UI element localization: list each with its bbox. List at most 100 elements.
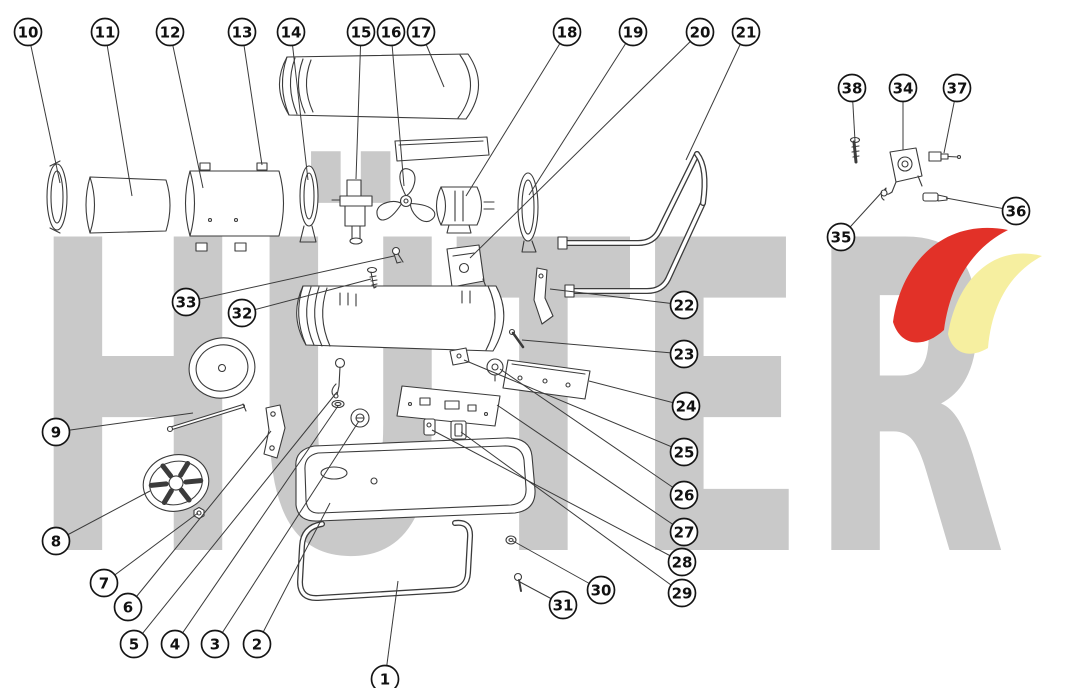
- leader-line-24: [588, 380, 687, 407]
- leader-line-23: [521, 339, 685, 355]
- callout-21: 21: [731, 17, 761, 47]
- leader-line-12: [169, 31, 204, 189]
- part-wheel-bracket: [263, 404, 286, 459]
- callout-label: 13: [232, 23, 253, 41]
- leader-line-30: [512, 540, 602, 591]
- callout-label: 15: [351, 23, 372, 41]
- part-fuel-pump: [331, 179, 373, 245]
- callout-label: 18: [557, 23, 578, 41]
- part-top-shell: [278, 53, 490, 162]
- leader-line-1: [384, 580, 399, 680]
- callout-24: 24: [671, 391, 701, 421]
- leader-line-15: [355, 31, 362, 180]
- callout-13: 13: [227, 17, 257, 47]
- part-side-bracket: [533, 267, 554, 325]
- callout-2: 2: [242, 629, 272, 659]
- leader-line-14: [290, 31, 309, 181]
- leader-line-4: [174, 405, 339, 645]
- callout-34: 34: [888, 73, 918, 103]
- part-lower-body: [295, 437, 536, 522]
- callout-17: 17: [406, 17, 436, 47]
- callout-label: 1: [380, 670, 390, 688]
- part-end-ring: [46, 160, 68, 234]
- callout-19: 19: [618, 17, 648, 47]
- leader-line-33: [185, 255, 395, 303]
- part-motor: [435, 186, 495, 234]
- callout-35: 35: [826, 222, 856, 252]
- part-wheel-tire: [188, 337, 256, 399]
- callout-label: 38: [842, 79, 863, 97]
- callout-label: 17: [411, 23, 432, 41]
- leader-line-19: [528, 31, 634, 196]
- leader-line-10: [27, 31, 61, 184]
- callout-7: 7: [89, 568, 119, 598]
- part-rocker-switch: [450, 420, 467, 440]
- part-pin: [508, 328, 525, 349]
- leader-line-20: [469, 31, 701, 259]
- callout-label: 37: [947, 79, 968, 97]
- leader-line-3: [214, 420, 360, 645]
- callout-23: 23: [669, 339, 699, 369]
- part-grommet: [505, 535, 517, 545]
- part-combustion-chamber: [185, 162, 284, 252]
- part-inner-cylinder: [85, 176, 171, 234]
- callout-label: 29: [672, 584, 693, 602]
- part-bolt: [366, 266, 378, 289]
- leader-line-21: [685, 31, 747, 161]
- part-nozzle: [922, 192, 948, 202]
- leader-line-2: [256, 502, 331, 645]
- part-wheel: [142, 454, 210, 512]
- callout-14: 14: [276, 17, 306, 47]
- callout-label: 12: [160, 23, 181, 41]
- callout-10: 10: [13, 17, 43, 47]
- part-rear-ring: [517, 172, 539, 253]
- leader-line-28: [431, 429, 683, 563]
- leader-line-22: [549, 288, 685, 306]
- watermark-swoosh-red: [893, 227, 1008, 343]
- callout-label: 27: [674, 523, 695, 541]
- part-frame: [297, 519, 474, 602]
- callout-label: 21: [736, 23, 757, 41]
- parts-layer: [46, 53, 962, 602]
- callout-16: 16: [376, 17, 406, 47]
- part-screw: [513, 572, 523, 592]
- leader-line-8: [55, 490, 151, 542]
- part-middle-shell: [296, 285, 505, 352]
- callout-3: 3: [200, 629, 230, 659]
- callout-22: 22: [669, 290, 699, 320]
- callout-33: 33: [171, 287, 201, 317]
- callout-9: 9: [41, 417, 71, 447]
- callout-label: 11: [95, 23, 116, 41]
- callout-29: 29: [667, 578, 697, 608]
- callout-label: 4: [170, 635, 180, 653]
- callout-4: 4: [160, 629, 190, 659]
- leader-line-26: [499, 368, 685, 496]
- callout-label: 33: [176, 293, 197, 311]
- callout-label: 31: [553, 596, 574, 614]
- leader-line-16: [390, 31, 405, 187]
- leader-line-11: [104, 31, 133, 197]
- callout-label: 34: [893, 79, 914, 97]
- callout-label: 25: [674, 443, 695, 461]
- callout-28: 28: [667, 547, 697, 577]
- part-solenoid-assembly: [880, 147, 923, 201]
- callout-6: 6: [113, 592, 143, 622]
- leader-line-7: [103, 512, 199, 584]
- leader-line-32: [241, 278, 372, 314]
- part-pcb: [396, 385, 501, 427]
- callout-label: 23: [674, 345, 695, 363]
- callout-12: 12: [155, 17, 185, 47]
- callout-label: 9: [51, 423, 61, 441]
- part-handle: [557, 151, 708, 298]
- callout-26: 26: [669, 480, 699, 510]
- callout-label: 5: [129, 635, 139, 653]
- callout-label: 3: [210, 635, 220, 653]
- leader-line-29: [460, 431, 683, 594]
- callout-5: 5: [119, 629, 149, 659]
- callout-label: 14: [281, 23, 302, 41]
- part-igniter: [391, 246, 404, 264]
- part-axle: [166, 403, 247, 433]
- part-nut: [193, 506, 205, 520]
